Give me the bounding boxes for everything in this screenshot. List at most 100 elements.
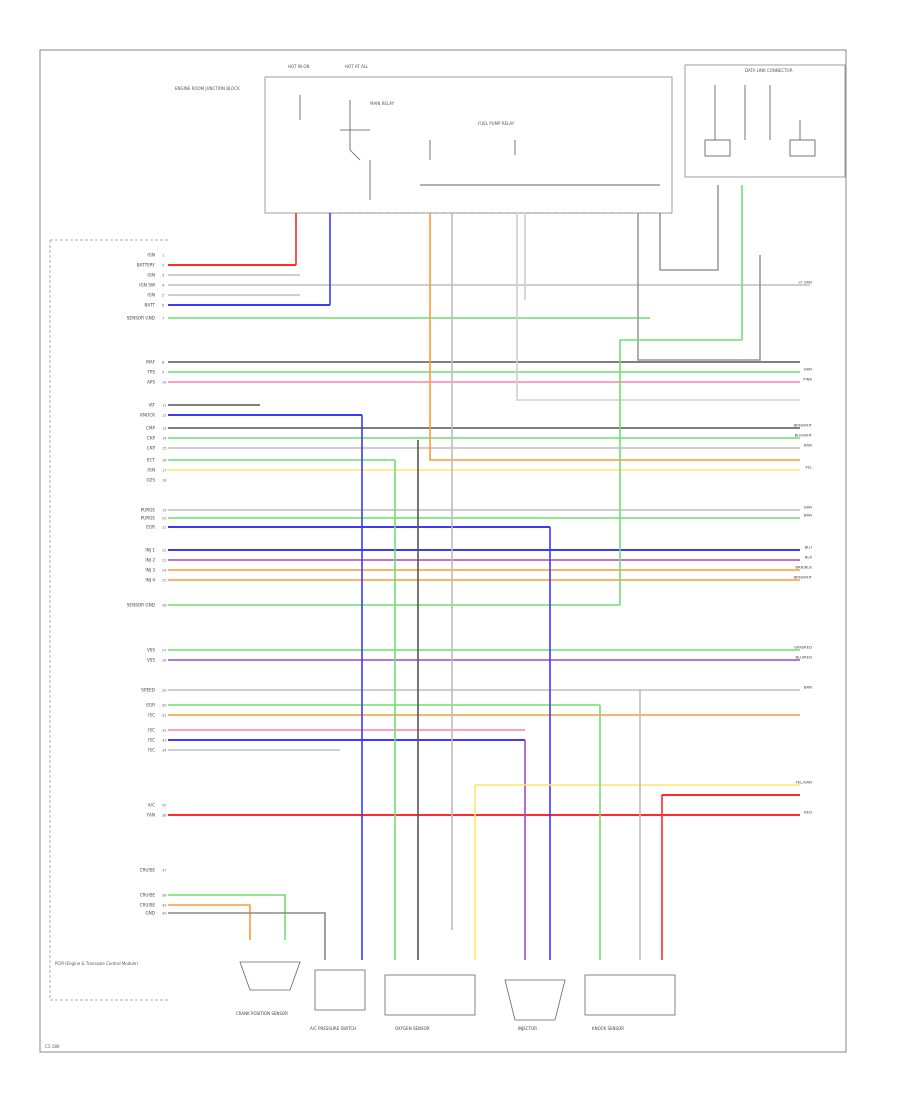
- pin-label-24: INJ 4: [145, 578, 155, 583]
- pin-label-37: CRUISE: [140, 893, 156, 898]
- wire-label-2: PINK: [803, 377, 812, 382]
- pin-label-32: ISC: [148, 738, 155, 743]
- pin-number-12: 13: [162, 427, 167, 431]
- pin-label-2: IGN: [147, 273, 155, 278]
- o2-sensor-shape: [384, 974, 476, 1016]
- dlc-switch-icon: [704, 85, 816, 157]
- vertical-wires: [168, 185, 800, 960]
- wire-label-4: BLK/WHT: [795, 433, 813, 438]
- wire-orange-v2: [168, 904, 251, 940]
- relay-main-label: MAIN RELAY: [370, 101, 395, 106]
- pin-number-38: 39: [162, 904, 167, 908]
- wire-label-5: BRN: [804, 443, 812, 448]
- ac-switch-shape: [314, 969, 366, 1011]
- pin-number-16: 17: [162, 469, 167, 473]
- pin-label-15: ECT: [147, 458, 156, 463]
- pin-label-20: EGR: [146, 525, 155, 530]
- pin-label-7: MAF: [146, 360, 155, 365]
- pin-number-36: 37: [162, 869, 167, 873]
- pin-number-22: 23: [162, 559, 167, 563]
- component-label-3: OXYGEN SENSOR: [395, 1026, 430, 1031]
- pin-number-32: 33: [162, 739, 167, 743]
- wire-green-v: [619, 185, 743, 605]
- diagram-frame: [39, 49, 847, 1053]
- pin-label-18: PURGE: [141, 508, 156, 513]
- pin-number-8: 9: [162, 371, 165, 375]
- wire-label-14: BLU/RED: [795, 655, 812, 660]
- pin-number-34: 35: [162, 804, 167, 808]
- wire-label-6: YEL: [805, 465, 813, 470]
- pin-number-23: 24: [162, 569, 167, 573]
- wire-label-9: BLU: [805, 545, 813, 550]
- pin-number-9: 10: [162, 381, 167, 385]
- pin-number-4: 5: [162, 294, 164, 298]
- pin-label-33: ISC: [148, 748, 155, 753]
- wire-grey-v7: [168, 912, 326, 960]
- wire-label-13: GRN/RED: [794, 645, 812, 650]
- dlc-block-label: DATA LINK CONNECTOR: [745, 68, 793, 73]
- injector-shape: [504, 979, 566, 1021]
- pin-label-38: CRUISE: [140, 903, 156, 908]
- wire-group: [168, 264, 810, 816]
- pin-label-16: IGN: [147, 468, 155, 473]
- pin-label-14: CKP: [147, 446, 156, 451]
- pin-label-21: INJ 1: [145, 548, 155, 553]
- wire-label-15: BRN: [804, 685, 812, 690]
- pin-label-28: SPEED: [141, 688, 155, 693]
- pin-label-36: CRUISE: [140, 868, 156, 873]
- relay-switch-icon: [299, 95, 516, 200]
- junction-block: [264, 76, 673, 214]
- pin-number-25: 26: [162, 604, 167, 608]
- pin-label-30: ISC: [148, 713, 155, 718]
- pin-number-31: 32: [162, 729, 167, 733]
- pin-number-17: 18: [162, 479, 167, 483]
- module-note: PCM (Engine & Transaxle Control Module): [55, 961, 138, 966]
- pin-number-28: 29: [162, 689, 167, 693]
- component-label-2: A/C PRESSURE SWITCH: [310, 1026, 356, 1031]
- crank-sensor-shape: [239, 961, 301, 991]
- pin-number-33: 34: [162, 749, 167, 753]
- pin-number-14: 15: [162, 447, 167, 451]
- wire-label-17: RED: [804, 810, 812, 815]
- pin-number-13: 14: [162, 437, 167, 441]
- relay-fuel-label: FUEL PUMP RELAY: [478, 121, 515, 126]
- pin-number-24: 25: [162, 579, 167, 583]
- pin-number-26: 27: [162, 649, 167, 653]
- pin-number-21: 22: [162, 549, 167, 553]
- pin-label-10: IAT: [149, 403, 156, 408]
- pin-label-12: CMP: [146, 426, 156, 431]
- wire-label-12: BRN/WHT: [794, 575, 813, 580]
- pin-number-37: 38: [162, 894, 167, 898]
- junction-desc: ENGINE ROOM JUNCTION BLOCK: [175, 86, 240, 91]
- pin-number-15: 16: [162, 459, 167, 463]
- fuse-right-label: HOT AT ALL: [345, 64, 369, 69]
- pin-number-18: 19: [162, 509, 167, 513]
- wire-label-0: LT GRN: [798, 280, 812, 285]
- pin-label-35: FAN: [147, 813, 155, 818]
- right-wire-labels: LT GRNGRNPINKBRN/WHTBLK/WHTBRNYELGRNBRNB…: [794, 280, 813, 815]
- pin-number-20: 21: [162, 526, 167, 530]
- pin-number-1: 2: [162, 264, 164, 268]
- pin-label-19: PURGE: [141, 516, 156, 521]
- pin-label-0: IGN: [147, 253, 155, 258]
- pin-number-7: 8: [162, 361, 165, 365]
- pin-number-0: 1: [162, 254, 164, 258]
- knock-sensor-shape: [584, 974, 676, 1016]
- pin-label-9: APS: [147, 380, 155, 385]
- pin-label-26: VSS: [147, 648, 156, 653]
- footer-code: C1-180: [45, 1044, 60, 1049]
- pin-label-23: INJ 3: [145, 568, 155, 573]
- pin-label-29: EGR: [146, 703, 155, 708]
- pin-label-39: GND: [145, 911, 155, 916]
- component-label-4: INJECTOR: [518, 1026, 537, 1031]
- component-label-5: KNOCK SENSOR: [592, 1026, 624, 1031]
- wire-label-7: GRN: [804, 505, 813, 510]
- pin-label-8: TPS: [146, 370, 155, 375]
- pin-label-3: IGN SW: [139, 283, 155, 288]
- wire-green-v4: [168, 894, 286, 940]
- pin-number-27: 28: [162, 659, 167, 663]
- wire-label-3: BRN/WHT: [794, 423, 813, 428]
- pin-number-19: 20: [162, 517, 167, 521]
